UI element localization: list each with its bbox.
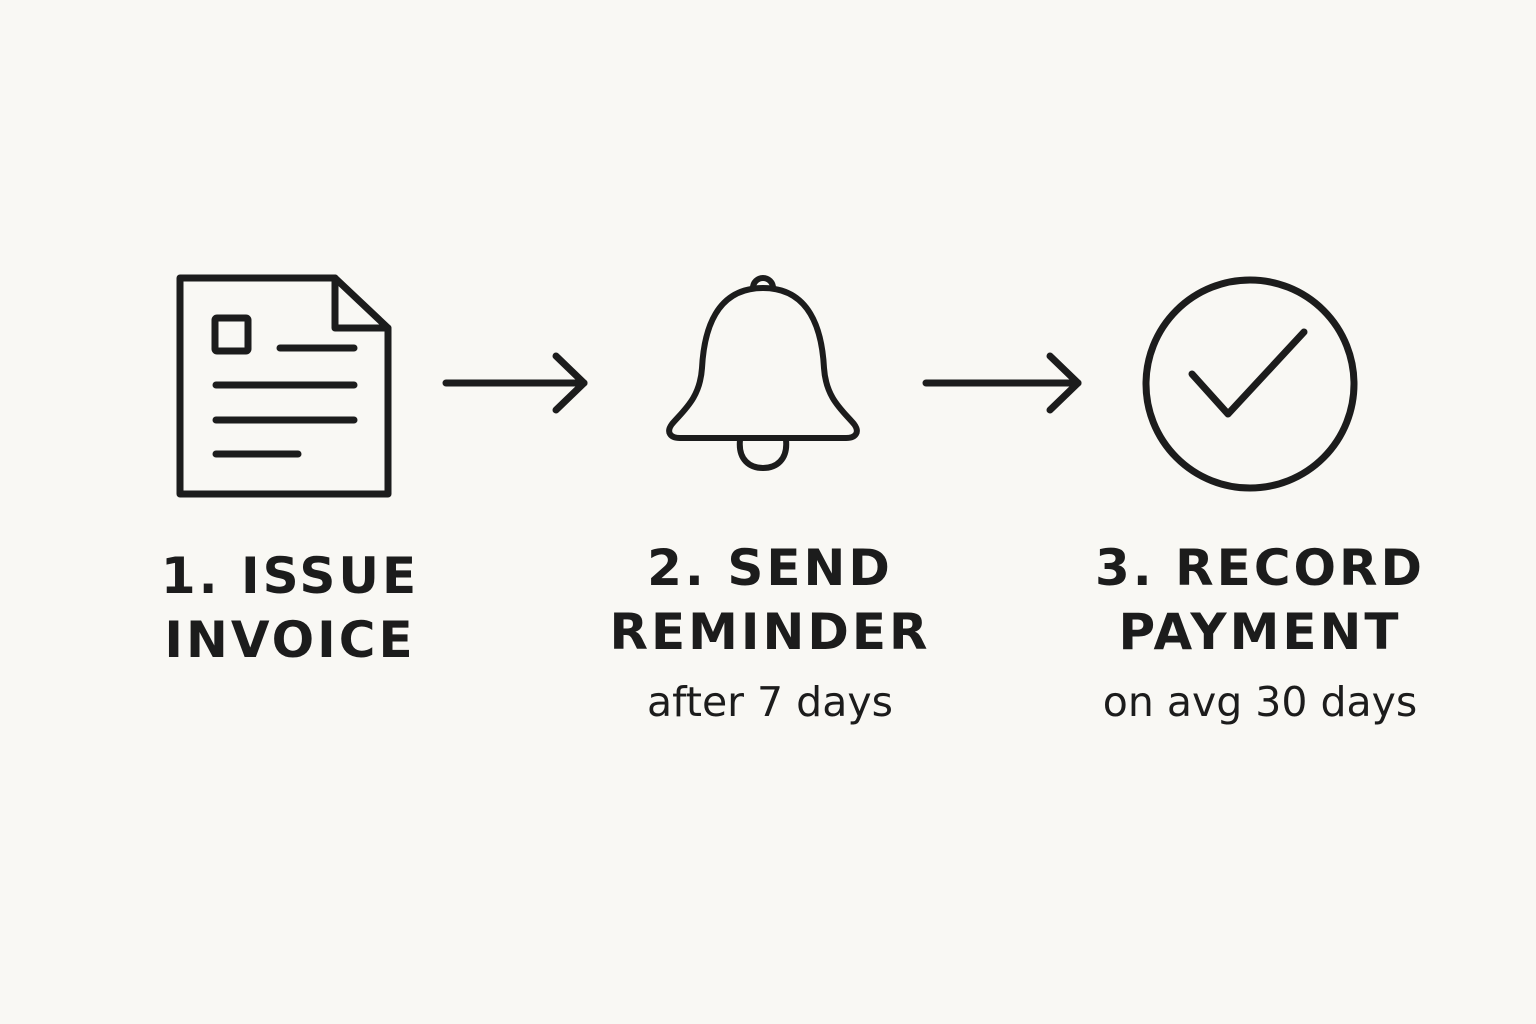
step-2-label: 2. SEND REMINDER after 7 days [570,536,970,728]
step-3-title-line-2: PAYMENT [1118,603,1402,661]
invoice-document-icon [172,270,396,500]
step-2-subtitle: after 7 days [647,678,893,726]
step-1-title-line-1: 1. ISSUE [160,547,420,605]
arrow-right-icon [438,350,594,416]
step-3-title-line-1: 3. RECORD [1094,539,1426,597]
step-2-title-line-1: 2. SEND [647,539,893,597]
bell-icon [662,262,864,474]
step-2-title-line-2: REMINDER [609,603,931,661]
check-circle-icon [1140,274,1360,494]
step-1-title-line-2: INVOICE [164,611,416,669]
step-1-label: 1. ISSUE INVOICE [120,544,460,672]
arrow-right-icon [918,350,1088,416]
step-3-label: 3. RECORD PAYMENT on avg 30 days [1060,536,1460,728]
step-3-subtitle: on avg 30 days [1102,678,1418,726]
